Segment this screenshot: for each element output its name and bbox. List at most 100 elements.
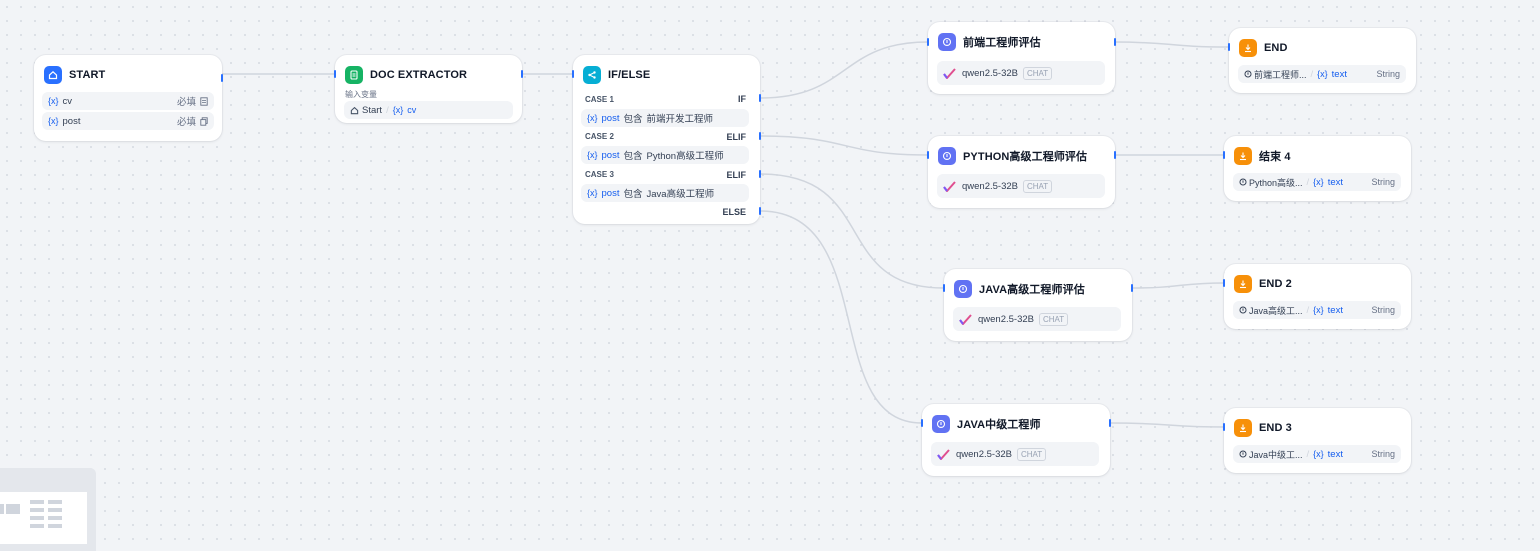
ifelse-input-handle[interactable] — [572, 70, 574, 78]
end-input-handle[interactable] — [1223, 423, 1225, 431]
llm-node-java-senior[interactable]: JAVA高级工程师评估 qwen2.5-32B CHAT — [943, 269, 1133, 341]
end-title: END 3 — [1259, 422, 1292, 434]
case-2-condition[interactable]: {x} post 包含 Python高级工程师 — [581, 146, 749, 164]
qwen-logo-icon — [943, 180, 956, 192]
llm-input-handle[interactable] — [927, 151, 929, 159]
end-title: 结束 4 — [1259, 151, 1291, 163]
end-icon — [1234, 419, 1252, 437]
start-var-cv[interactable]: {x} cv 必填 — [42, 92, 214, 110]
minimap-node — [30, 524, 44, 528]
case-3-branch: ELIF — [726, 170, 747, 180]
minimap-node — [48, 500, 62, 504]
start-title: START — [69, 69, 106, 81]
case-2-handle[interactable] — [759, 132, 761, 140]
qwen-logo-icon — [943, 67, 956, 79]
end-icon — [1234, 275, 1252, 293]
minimap-node — [30, 508, 44, 512]
end-output-var[interactable]: Java中级工... / {x} text String — [1233, 445, 1401, 463]
doc-output-handle[interactable] — [521, 70, 523, 78]
file-text-icon — [345, 66, 363, 84]
minimap-node — [48, 524, 62, 528]
doc-title: DOC EXTRACTOR — [370, 69, 468, 81]
start-var-post[interactable]: {x} post 必填 — [42, 112, 214, 130]
minimap-node — [30, 516, 44, 520]
end-node-4[interactable]: 结束 4 Python高级... / {x} text String — [1223, 136, 1411, 201]
start-node[interactable]: START {x} cv 必填 {x} post 必填 — [34, 55, 223, 141]
copy-icon — [200, 116, 208, 126]
llm-model[interactable]: qwen2.5-32B CHAT — [937, 61, 1105, 85]
llm-icon — [938, 33, 956, 51]
doc-input-var[interactable]: Start / {x} cv — [344, 101, 513, 119]
minimap-node — [48, 516, 62, 520]
minimap[interactable] — [0, 468, 96, 551]
llm-model[interactable]: qwen2.5-32B CHAT — [937, 174, 1105, 198]
minimap-node — [6, 504, 20, 514]
end-node-1[interactable]: END 前端工程师... / {x} text String — [1228, 28, 1416, 93]
llm-node-frontend[interactable]: 前端工程师评估 qwen2.5-32B CHAT — [927, 22, 1116, 94]
llm-icon — [1239, 178, 1247, 186]
end-input-handle[interactable] — [1223, 279, 1225, 287]
llm-input-handle[interactable] — [927, 38, 929, 46]
edge-llm3-end2 — [1131, 282, 1225, 289]
llm-input-handle[interactable] — [943, 284, 945, 292]
home-icon — [44, 66, 62, 84]
edge-elif2-llm3 — [759, 173, 945, 289]
llm-node-python[interactable]: PYTHON高级工程师评估 qwen2.5-32B CHAT — [927, 136, 1116, 208]
case-1-handle[interactable] — [759, 94, 761, 102]
llm-icon — [932, 415, 950, 433]
end-output-var[interactable]: Python高级... / {x} text String — [1233, 173, 1401, 191]
llm-node-java-mid[interactable]: JAVA中级工程师 qwen2.5-32B CHAT — [921, 404, 1111, 476]
qwen-logo-icon — [959, 313, 972, 325]
llm-icon — [1239, 306, 1247, 314]
llm-title: PYTHON高级工程师评估 — [963, 151, 1088, 163]
case-2-branch: ELIF — [726, 132, 747, 142]
llm-icon — [954, 280, 972, 298]
llm-icon — [1244, 70, 1252, 78]
doc-input-label: 输入变量 — [345, 90, 377, 99]
case-3-condition[interactable]: {x} post 包含 Java高级工程师 — [581, 184, 749, 202]
llm-title: JAVA中级工程师 — [957, 419, 1041, 431]
llm-output-handle[interactable] — [1131, 284, 1133, 292]
llm-icon — [938, 147, 956, 165]
end-icon — [1239, 39, 1257, 57]
case-2-label: CASE 2 — [585, 132, 614, 141]
llm-output-handle[interactable] — [1109, 419, 1111, 427]
else-branch: ELSE — [722, 207, 746, 217]
end-input-handle[interactable] — [1228, 43, 1230, 51]
start-output-handle[interactable] — [221, 74, 223, 82]
ifelse-title: IF/ELSE — [608, 69, 651, 81]
edge-if-llm1 — [759, 41, 929, 99]
end-output-var[interactable]: 前端工程师... / {x} text String — [1238, 65, 1406, 83]
doc-extractor-node[interactable]: DOC EXTRACTOR 输入变量 Start / {x} cv — [334, 55, 523, 123]
minimap-node — [0, 504, 4, 514]
else-handle[interactable] — [759, 207, 761, 215]
end-title: END 2 — [1259, 278, 1292, 290]
doc-input-handle[interactable] — [334, 70, 336, 78]
home-icon — [350, 106, 359, 114]
case-3-handle[interactable] — [759, 170, 761, 178]
case-3-label: CASE 3 — [585, 170, 614, 179]
llm-output-handle[interactable] — [1114, 38, 1116, 46]
llm-model[interactable]: qwen2.5-32B CHAT — [931, 442, 1099, 466]
end-title: END — [1264, 42, 1288, 54]
llm-title: 前端工程师评估 — [963, 37, 1041, 49]
llm-icon — [1239, 450, 1247, 458]
edge-llm4-end3 — [1109, 422, 1225, 428]
case-1-condition[interactable]: {x} post 包含 前端开发工程师 — [581, 109, 749, 127]
llm-model[interactable]: qwen2.5-32B CHAT — [953, 307, 1121, 331]
llm-input-handle[interactable] — [921, 419, 923, 427]
edge-else-llm4 — [759, 210, 923, 424]
case-1-label: CASE 1 — [585, 95, 614, 104]
end-output-var[interactable]: Java高级工... / {x} text String — [1233, 301, 1401, 319]
end-input-handle[interactable] — [1223, 151, 1225, 159]
llm-output-handle[interactable] — [1114, 151, 1116, 159]
qwen-logo-icon — [937, 448, 950, 460]
edge-elif1-llm2 — [759, 135, 929, 156]
minimap-viewport[interactable] — [0, 492, 87, 544]
case-1-branch: IF — [738, 94, 746, 104]
end-node-3[interactable]: END 3 Java中级工... / {x} text String — [1223, 408, 1411, 473]
edge-llm1-end — [1114, 41, 1230, 48]
end-node-2[interactable]: END 2 Java高级工... / {x} text String — [1223, 264, 1411, 329]
ifelse-node[interactable]: IF/ELSE CASE 1 IF {x} post 包含 前端开发工程师 CA… — [572, 55, 761, 224]
